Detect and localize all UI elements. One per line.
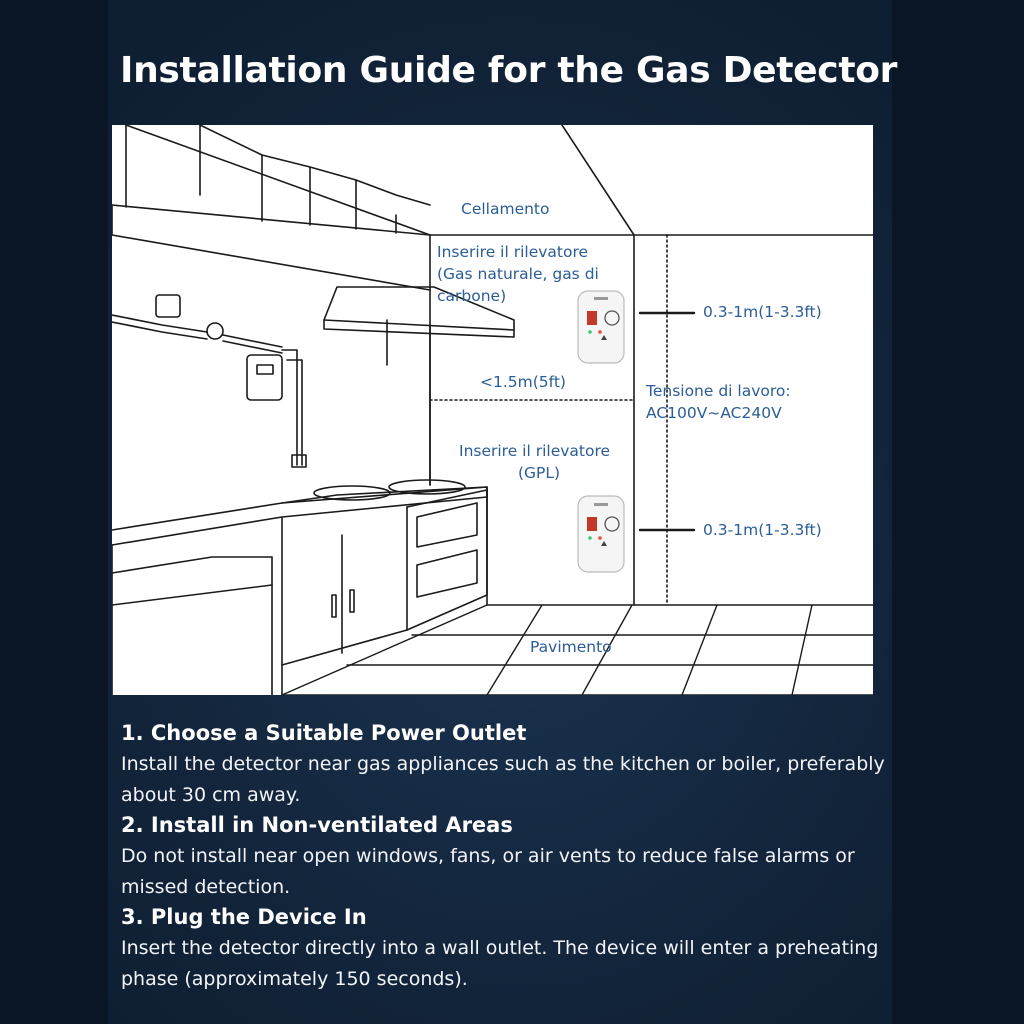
gas-detector-icon	[577, 495, 625, 573]
ceiling-edge-line	[561, 125, 635, 236]
oven-drawers	[406, 489, 488, 631]
step-title: 1. Choose a Suitable Power Outlet	[121, 721, 527, 745]
bottom-distance-label: 0.3-1m(1-3.3ft)	[703, 521, 822, 539]
insert-natural-gas-label-3: carbone)	[437, 287, 506, 305]
step-title: 3. Plug the Device In	[121, 905, 367, 929]
insert-lpg-label-2: (GPL)	[518, 464, 560, 482]
kitchen-counter	[112, 486, 488, 695]
step-text: Install the detector near gas appliances…	[121, 753, 885, 806]
voltage-label-2: AC100V~AC240V	[646, 404, 782, 422]
ceiling-label: Cellamento	[461, 200, 550, 218]
floor-label: Pavimento	[530, 638, 612, 656]
horizontal-limit-label: <1.5m(5ft)	[480, 373, 566, 391]
gas-detector-icon	[577, 290, 625, 364]
step-3: 3. Plug the Device In Insert the detecto…	[121, 902, 891, 994]
page-title: Installation Guide for the Gas Detector	[120, 50, 898, 91]
insert-natural-gas-label-1: Inserire il rilevatore	[437, 243, 588, 261]
floor-tiles	[281, 604, 873, 695]
step-text: Insert the detector directly into a wall…	[121, 937, 879, 990]
step-1: 1. Choose a Suitable Power Outlet Instal…	[121, 718, 891, 810]
installation-steps: 1. Choose a Suitable Power Outlet Instal…	[121, 718, 891, 994]
upper-cabinets	[112, 125, 431, 291]
step-text: Do not install near open windows, fans, …	[121, 845, 855, 898]
range-hood-icon	[323, 286, 515, 486]
insert-lpg-label-1: Inserire il rilevatore	[459, 442, 610, 460]
step-title: 2. Install in Non-ventilated Areas	[121, 813, 513, 837]
insert-natural-gas-label-2: (Gas naturale, gas di	[437, 265, 599, 283]
step-2: 2. Install in Non-ventilated Areas Do no…	[121, 810, 891, 902]
gas-meter-icon	[112, 294, 307, 468]
voltage-label-1: Tensione di lavoro:	[645, 382, 791, 400]
top-distance-label: 0.3-1m(1-3.3ft)	[703, 303, 822, 321]
kitchen-installation-diagram: Cellamento Inserire il rilevatore (Gas n…	[112, 125, 873, 695]
